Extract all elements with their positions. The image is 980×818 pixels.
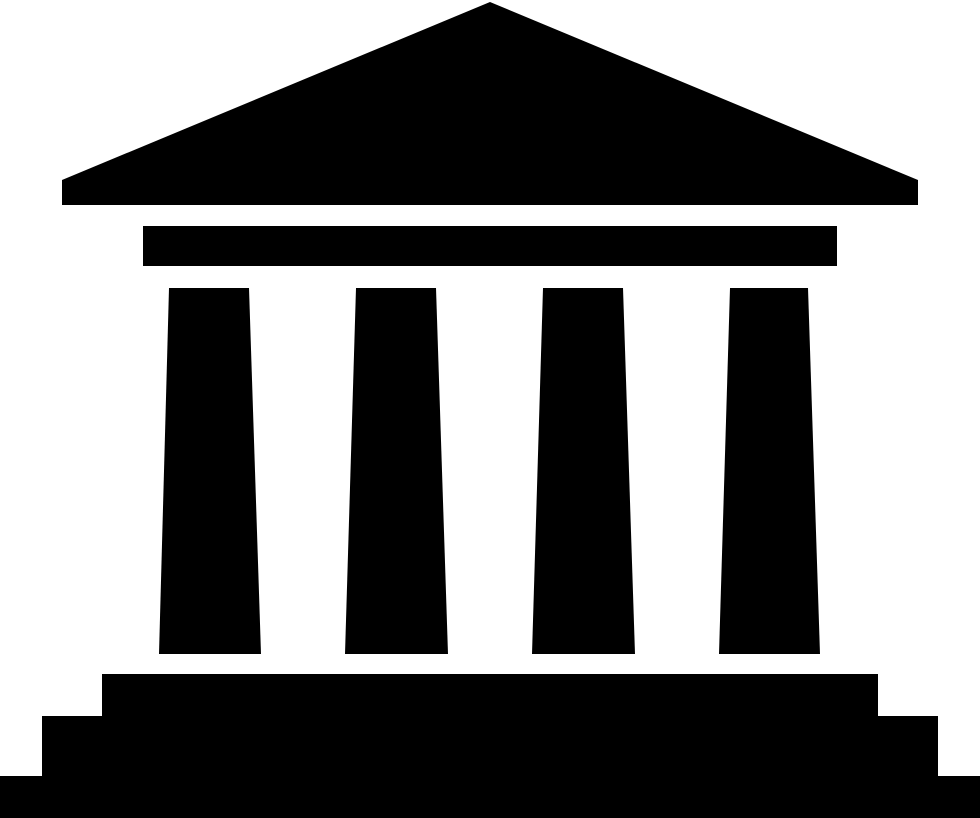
stepped-base <box>0 674 980 818</box>
entablature-beam <box>143 226 837 266</box>
column-3 <box>532 288 635 654</box>
column-1 <box>159 288 261 654</box>
column-4 <box>719 288 820 654</box>
roof-pediment <box>62 2 918 205</box>
column-2 <box>345 288 448 654</box>
